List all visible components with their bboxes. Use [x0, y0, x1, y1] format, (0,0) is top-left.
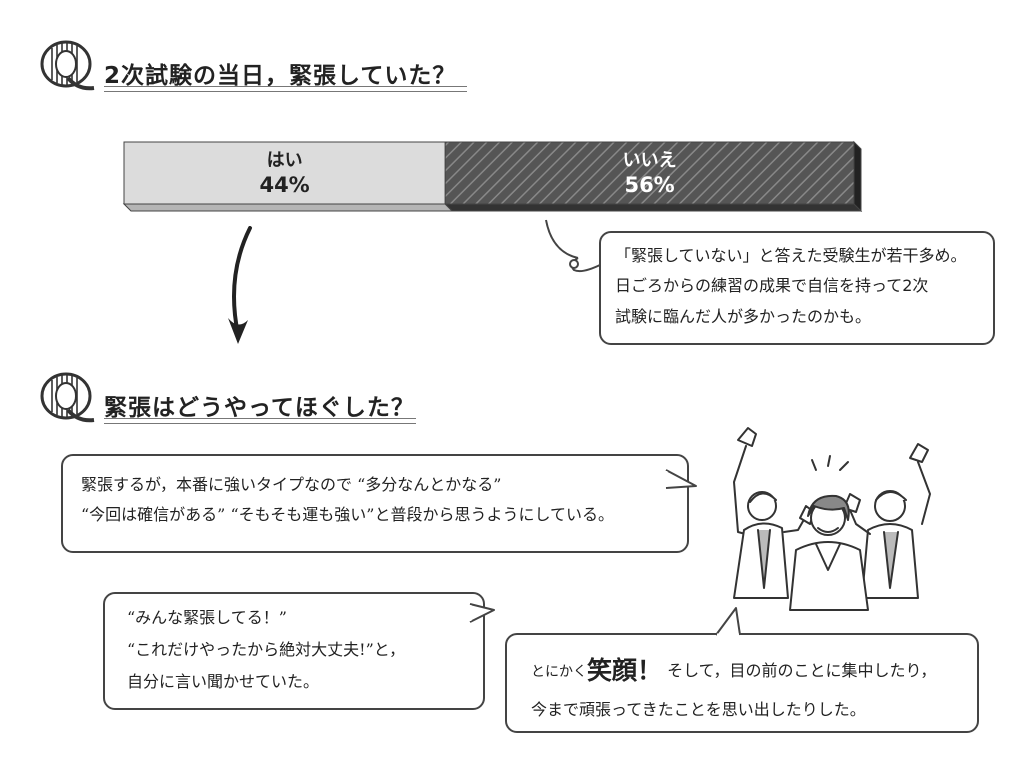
answer-bubble-1-tail	[664, 469, 697, 489]
comment-bubble: 「緊張していない」と答えた受験生が若干多め。 日ごろからの練習の成果で自信を持っ…	[599, 231, 995, 345]
bar-segment-edge	[122, 203, 454, 212]
answer-bubble-1: 緊張するが，本番に強いタイプなので “多分なんとかなる” “今回は確信がある” …	[61, 454, 689, 553]
q1-title: 2次試験の当日，緊張していた？	[104, 63, 457, 89]
bar-value-label: 56%	[624, 173, 674, 197]
answer-line-rest: そして，目の前のことに集中したり，	[662, 661, 937, 680]
q-badge-icon: Q	[40, 372, 95, 423]
q1-underline	[104, 86, 467, 92]
answer-emphasis: 笑顔！	[587, 656, 663, 685]
bar-category-label: いいえ	[623, 150, 677, 171]
answer-bubble-2-tail	[468, 603, 495, 623]
answer-prefix: とにかく	[531, 664, 587, 680]
bar-side-edge	[853, 140, 862, 212]
q2-heading: Q 緊張はどうやってほぐした？	[38, 370, 421, 426]
comment-bubble-tail	[545, 219, 603, 273]
q-badge-icon: Q	[40, 40, 95, 91]
answer-bubble-3: とにかく笑顔！ そして，目の前のことに集中したり， 今まで頑張ってきたことを思い…	[505, 633, 979, 733]
answer-line: 自分に言い聞かせていた。	[127, 672, 320, 691]
comment-line: 試験に臨んだ人が多かったのかも。	[615, 306, 872, 326]
bar-segment-edge	[443, 203, 863, 212]
comment-line: 日ごろからの練習の成果で自信を持って2次	[615, 276, 929, 296]
answer-bubble-3-tail	[715, 607, 741, 637]
down-arrow-icon	[228, 226, 252, 344]
q1-heading: Q 2次試験の当日，緊張していた？	[38, 38, 462, 94]
answer-line: “今回は確信がある” “そもそも運も強い”と普段から思うようにしている。	[81, 505, 615, 525]
q2-title: 緊張はどうやってほぐした？	[104, 395, 415, 421]
q-badge-letter: Q	[66, 400, 67, 402]
answer-line: “これだけやったから絶対大丈夫!”と，	[127, 640, 406, 659]
answer-line: “みんな緊張してる！”	[127, 608, 287, 627]
answer-line: とにかく笑顔！ そして，目の前のことに集中したり，	[531, 647, 957, 695]
bar-value-label: 44%	[259, 173, 309, 197]
q2-underline	[104, 418, 416, 424]
bar-category-label: はい	[267, 150, 303, 171]
answer-line: 今まで頑張ってきたことを思い出したりした。	[531, 699, 866, 719]
comment-line: 「緊張していない」と答えた受験生が若干多め。	[615, 246, 967, 265]
q-badge-letter: Q	[66, 68, 67, 70]
answer-line: 緊張するが，本番に強いタイプなので “多分なんとかなる”	[81, 475, 502, 494]
cheering-students-illustration	[733, 427, 931, 611]
answer-bubble-2: “みんな緊張してる！” “これだけやったから絶対大丈夫!”と， 自分に言い聞かせ…	[103, 592, 485, 710]
